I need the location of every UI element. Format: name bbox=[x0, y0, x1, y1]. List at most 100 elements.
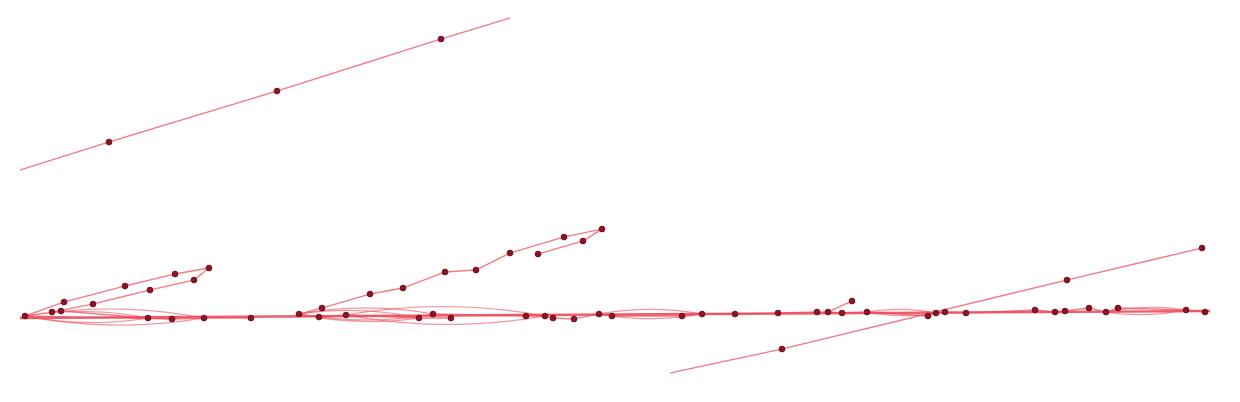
node-d14 bbox=[848, 297, 856, 305]
edge-d3-d4 bbox=[552, 317, 575, 320]
arc-upper-d5-d8 bbox=[598, 308, 703, 315]
node-c11 bbox=[472, 266, 480, 274]
edge-d22-d23 bbox=[1064, 307, 1090, 312]
edge-c9-c11 bbox=[444, 269, 477, 273]
edge-c6-c9 bbox=[402, 271, 446, 289]
edge-b12-b13 bbox=[171, 317, 205, 320]
node-b6 bbox=[121, 282, 129, 290]
node-e1 bbox=[778, 345, 786, 353]
node-d25 bbox=[1114, 304, 1122, 312]
node-d9 bbox=[731, 310, 739, 318]
node-d13 bbox=[838, 309, 846, 317]
open-edge-a3 bbox=[440, 17, 511, 40]
node-c7 bbox=[415, 314, 423, 322]
node-c10 bbox=[447, 314, 455, 322]
arc-lower-c4-d2 bbox=[345, 314, 546, 326]
node-b1 bbox=[21, 312, 29, 320]
edge-c5-c6 bbox=[369, 287, 404, 295]
node-d2 bbox=[541, 312, 549, 320]
node-d8 bbox=[698, 310, 706, 318]
node-a1 bbox=[105, 138, 113, 146]
node-c6 bbox=[399, 284, 407, 292]
edge-d12-d14 bbox=[827, 300, 853, 313]
node-b7 bbox=[146, 286, 154, 294]
node-c15 bbox=[579, 237, 587, 245]
node-c2 bbox=[315, 313, 323, 321]
arcs-layer bbox=[24, 305, 1187, 326]
node-d16 bbox=[924, 312, 932, 320]
edge-c11-c12 bbox=[475, 252, 511, 271]
edge-c14-c16 bbox=[563, 228, 603, 238]
node-a3 bbox=[437, 35, 445, 43]
nodes-layer bbox=[21, 35, 1209, 353]
node-a2 bbox=[273, 87, 281, 95]
node-d21 bbox=[1051, 308, 1059, 316]
node-b5 bbox=[89, 300, 97, 308]
node-c13 bbox=[534, 250, 542, 258]
node-d6 bbox=[608, 312, 616, 320]
open-edge-e1 bbox=[669, 348, 783, 374]
node-d19 bbox=[962, 309, 970, 317]
node-c9 bbox=[441, 268, 449, 276]
edge-b5-b7 bbox=[92, 289, 151, 305]
node-d5 bbox=[595, 310, 603, 318]
node-d3 bbox=[549, 314, 557, 322]
node-c4 bbox=[342, 311, 350, 319]
edge-c15-c16 bbox=[582, 228, 603, 242]
node-b2 bbox=[48, 308, 56, 316]
edges-layer bbox=[24, 38, 1206, 350]
edge-e2-e3 bbox=[1066, 247, 1203, 281]
edge-a1-a2 bbox=[108, 90, 278, 143]
main-trunk-line bbox=[19, 309, 1211, 320]
node-d11 bbox=[813, 308, 821, 316]
node-d20 bbox=[1031, 306, 1039, 314]
edge-b8-b10 bbox=[174, 267, 210, 275]
arc-lower-b1-b13 bbox=[24, 315, 205, 326]
node-b9 bbox=[190, 276, 198, 284]
edge-b6-b8 bbox=[124, 273, 176, 287]
node-c5 bbox=[366, 290, 374, 298]
baseline-layer bbox=[19, 309, 1211, 320]
open-edges-layer bbox=[19, 17, 783, 374]
node-b4 bbox=[60, 298, 68, 306]
node-d4 bbox=[570, 315, 578, 323]
arc-upper-c4-d2 bbox=[345, 305, 546, 317]
edge-a2-a3 bbox=[276, 38, 442, 92]
node-d22 bbox=[1061, 307, 1069, 315]
node-e3 bbox=[1198, 244, 1206, 252]
node-d17 bbox=[932, 309, 940, 317]
node-d27 bbox=[1201, 308, 1209, 316]
node-b11 bbox=[144, 314, 152, 322]
edge-b7-b9 bbox=[149, 279, 195, 291]
node-c8 bbox=[429, 310, 437, 318]
node-c12 bbox=[506, 249, 514, 257]
edge-c3-c5 bbox=[321, 293, 371, 309]
node-b10 bbox=[205, 264, 213, 272]
node-c14 bbox=[560, 233, 568, 241]
arc-upper-b1-b13 bbox=[24, 308, 205, 319]
node-d23 bbox=[1085, 304, 1093, 312]
node-b8 bbox=[171, 270, 179, 278]
node-d12 bbox=[824, 308, 832, 316]
open-edge-a1 bbox=[19, 141, 110, 171]
node-c16 bbox=[598, 225, 606, 233]
node-d26 bbox=[1182, 306, 1190, 314]
node-b13 bbox=[200, 314, 208, 322]
node-b14 bbox=[247, 314, 255, 322]
node-b3 bbox=[57, 307, 65, 315]
node-d15 bbox=[863, 308, 871, 316]
node-d10 bbox=[774, 309, 782, 317]
node-c3 bbox=[318, 304, 326, 312]
node-b12 bbox=[168, 315, 176, 323]
node-d7 bbox=[678, 312, 686, 320]
node-d24 bbox=[1102, 308, 1110, 316]
edge-c13-c15 bbox=[537, 240, 584, 255]
node-e2 bbox=[1063, 276, 1071, 284]
edge-b4-b6 bbox=[63, 285, 126, 303]
edge-c12-c14 bbox=[509, 236, 565, 254]
node-d1 bbox=[522, 312, 530, 320]
node-d18 bbox=[941, 308, 949, 316]
edge-b1-b4 bbox=[24, 301, 65, 317]
node-c1 bbox=[295, 310, 303, 318]
